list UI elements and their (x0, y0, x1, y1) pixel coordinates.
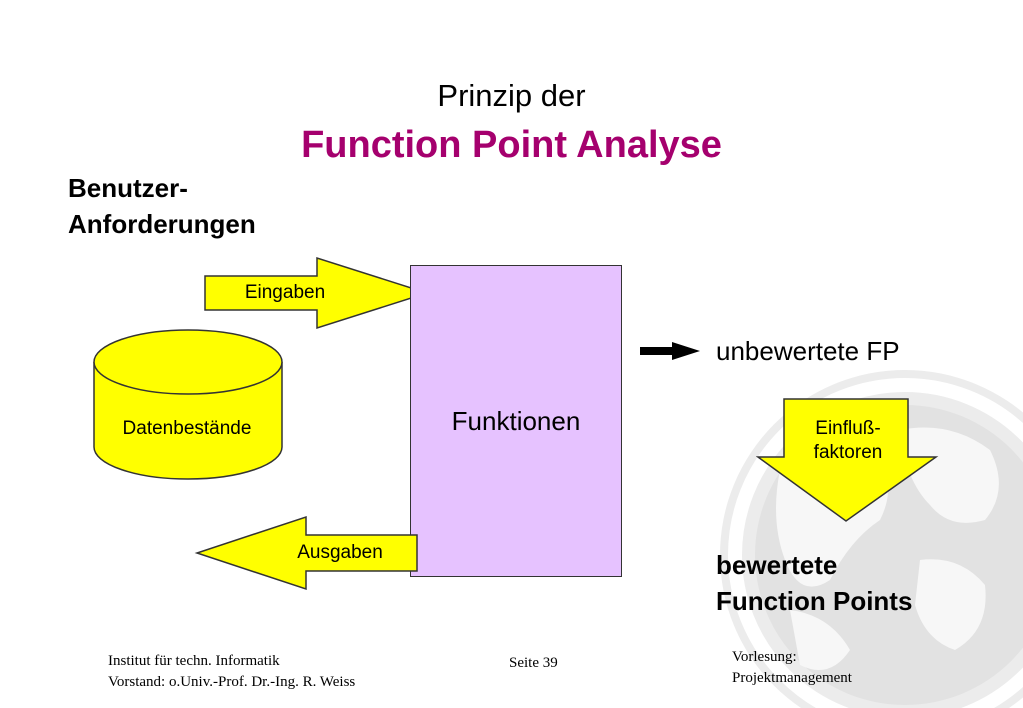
title-line-2: Function Point Analyse (301, 124, 722, 166)
weighted-fp-label: bewertete Function Points (716, 547, 912, 619)
datastore-cylinder (93, 329, 283, 480)
requirements-label: Benutzer- Anforderungen (68, 170, 256, 242)
factors-line-2: faktoren (813, 442, 883, 463)
result-arrow (640, 342, 700, 360)
footer-lecture: Vorlesung: (732, 649, 797, 665)
factors-line-1: Einfluß- (815, 418, 881, 439)
factors-label: Einfluß- faktoren (778, 417, 918, 465)
outputs-arrow (194, 515, 418, 591)
footer-board: Vorstand: o.Univ.-Prof. Dr.-Ing. R. Weis… (108, 674, 356, 690)
unweighted-fp-label: unbewertete FP (716, 336, 900, 366)
weighted-line-1: bewertete (716, 550, 838, 580)
factors-arrow (756, 398, 939, 522)
datastore-label: Datenbestände (122, 418, 252, 439)
inputs-arrow (204, 256, 430, 330)
footer-institute: Institut für techn. Informatik (108, 653, 280, 669)
outputs-label: Ausgaben (297, 542, 383, 563)
footer-course: Projektmanagement (732, 670, 852, 686)
functions-box: Funktionen (410, 265, 622, 577)
requirements-line-1: Benutzer- (68, 173, 188, 203)
title-line-1: Prinzip der (437, 78, 586, 113)
page-number: Seite 39 (509, 655, 558, 671)
footer-institute-block: Institut für techn. Informatik Vorstand:… (108, 651, 355, 693)
weighted-line-2: Function Points (716, 586, 913, 616)
requirements-line-2: Anforderungen (68, 209, 256, 239)
functions-label: Funktionen (451, 405, 581, 436)
footer-lecture-block: Vorlesung: Projektmanagement (732, 647, 852, 689)
inputs-label: Eingaben (244, 282, 326, 303)
